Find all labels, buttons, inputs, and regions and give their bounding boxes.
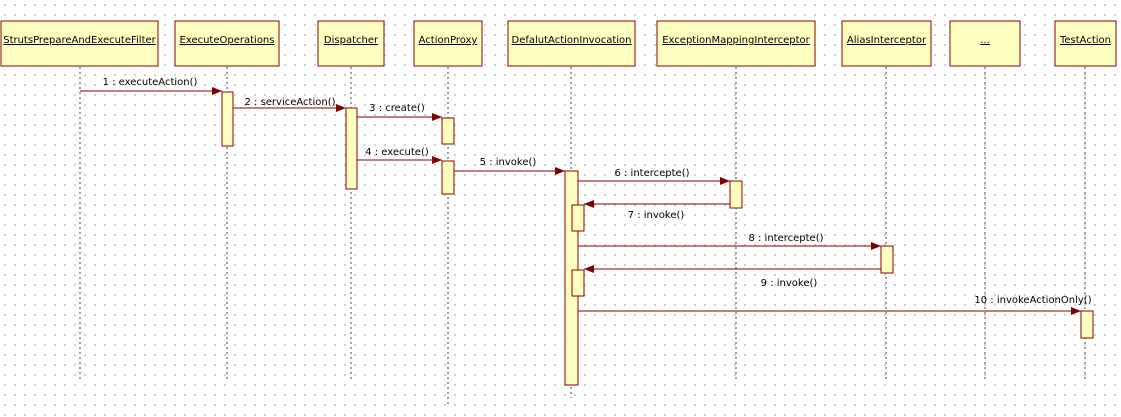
participant-box xyxy=(0,20,159,67)
participant-executeoperations[interactable]: ExecuteOperations xyxy=(174,20,280,67)
arrowhead-icon xyxy=(555,167,565,175)
arrowhead-icon xyxy=(871,242,881,250)
participant-box xyxy=(841,20,932,67)
activation-bar-exceptionmappinginterceptor xyxy=(729,180,743,209)
participant-box xyxy=(656,20,816,67)
participant-name: ExecuteOperations xyxy=(180,35,275,46)
activation-bar-actionproxy xyxy=(441,117,455,145)
activation-bar-actionproxy xyxy=(441,160,455,195)
participant-name: DefalutActionInvocation xyxy=(512,35,632,46)
arrowhead-icon xyxy=(584,200,594,208)
participant-name: AliasInterceptor xyxy=(847,35,927,46)
message-3: 3 : create() xyxy=(357,103,442,121)
participant-box xyxy=(1054,20,1117,67)
activation-bar-dispatcher xyxy=(345,107,358,190)
message-label: 9 : invoke() xyxy=(761,278,818,289)
message-label: 4 : execute() xyxy=(365,147,429,158)
message-5: 5 : invoke() xyxy=(454,157,565,175)
participant-box xyxy=(317,20,385,67)
activation-bar-aliasinterceptor xyxy=(880,245,894,274)
participant-box xyxy=(174,20,280,67)
participant-testaction[interactable]: TestAction xyxy=(1054,20,1117,67)
message-label: 8 : intercepte() xyxy=(748,233,823,244)
message-6: 6 : intercepte() xyxy=(578,168,730,185)
participant-strutsprepareandexecutefilter[interactable]: StrutsPrepareAndExecuteFilter xyxy=(0,20,159,67)
participant-aliasinterceptor[interactable]: AliasInterceptor xyxy=(841,20,932,67)
message-label: 6 : intercepte() xyxy=(614,168,689,179)
participant-ellipsis[interactable]: ... xyxy=(949,20,1021,67)
arrowhead-icon xyxy=(720,177,730,185)
message-label: 10 : invokeActionOnly() xyxy=(974,295,1091,306)
participant-name: TestAction xyxy=(1059,35,1111,46)
participant-name: ExceptionMappingInterceptor xyxy=(662,35,810,46)
message-8: 8 : intercepte() xyxy=(578,233,881,250)
participant-defalutactioninvocation[interactable]: DefalutActionInvocation xyxy=(507,20,636,67)
arrowhead-icon xyxy=(212,87,222,95)
activation-bar-defalutactioninvocation xyxy=(571,204,585,232)
participant-dispatcher[interactable]: Dispatcher xyxy=(317,20,385,67)
message-label: 7 : invoke() xyxy=(628,210,685,221)
participant-name: ... xyxy=(980,35,990,46)
participant-name: StrutsPrepareAndExecuteFilter xyxy=(3,35,156,46)
message-7: 7 : invoke() xyxy=(584,200,730,221)
participant-exceptionmappinginterceptor[interactable]: ExceptionMappingInterceptor xyxy=(656,20,816,67)
message-label: 3 : create() xyxy=(369,103,425,114)
activation-bar-executeoperations xyxy=(221,91,234,147)
arrowhead-icon xyxy=(1071,307,1081,315)
message-9: 9 : invoke() xyxy=(584,265,881,289)
message-label: 5 : invoke() xyxy=(480,157,537,168)
message-label: 2 : serviceAction() xyxy=(244,97,335,108)
activation-bar-defalutactioninvocation xyxy=(571,269,585,297)
arrowhead-icon xyxy=(432,156,442,164)
participant-actionproxy[interactable]: ActionProxy xyxy=(413,20,483,67)
message-4: 4 : execute() xyxy=(357,147,442,164)
arrowhead-icon xyxy=(584,265,594,273)
participant-name: ActionProxy xyxy=(419,35,478,46)
participant-box xyxy=(413,20,483,67)
activation-bar-testaction xyxy=(1080,310,1094,339)
arrowhead-icon xyxy=(336,104,346,112)
arrowhead-icon xyxy=(432,113,442,121)
message-2: 2 : serviceAction() xyxy=(233,97,346,112)
message-label: 1 : executeAction() xyxy=(103,77,198,88)
message-1: 1 : executeAction() xyxy=(80,77,222,95)
participant-box xyxy=(507,20,636,67)
participant-name: Dispatcher xyxy=(324,35,379,46)
participant-box xyxy=(949,20,1021,67)
message-10: 10 : invokeActionOnly() xyxy=(578,295,1092,315)
